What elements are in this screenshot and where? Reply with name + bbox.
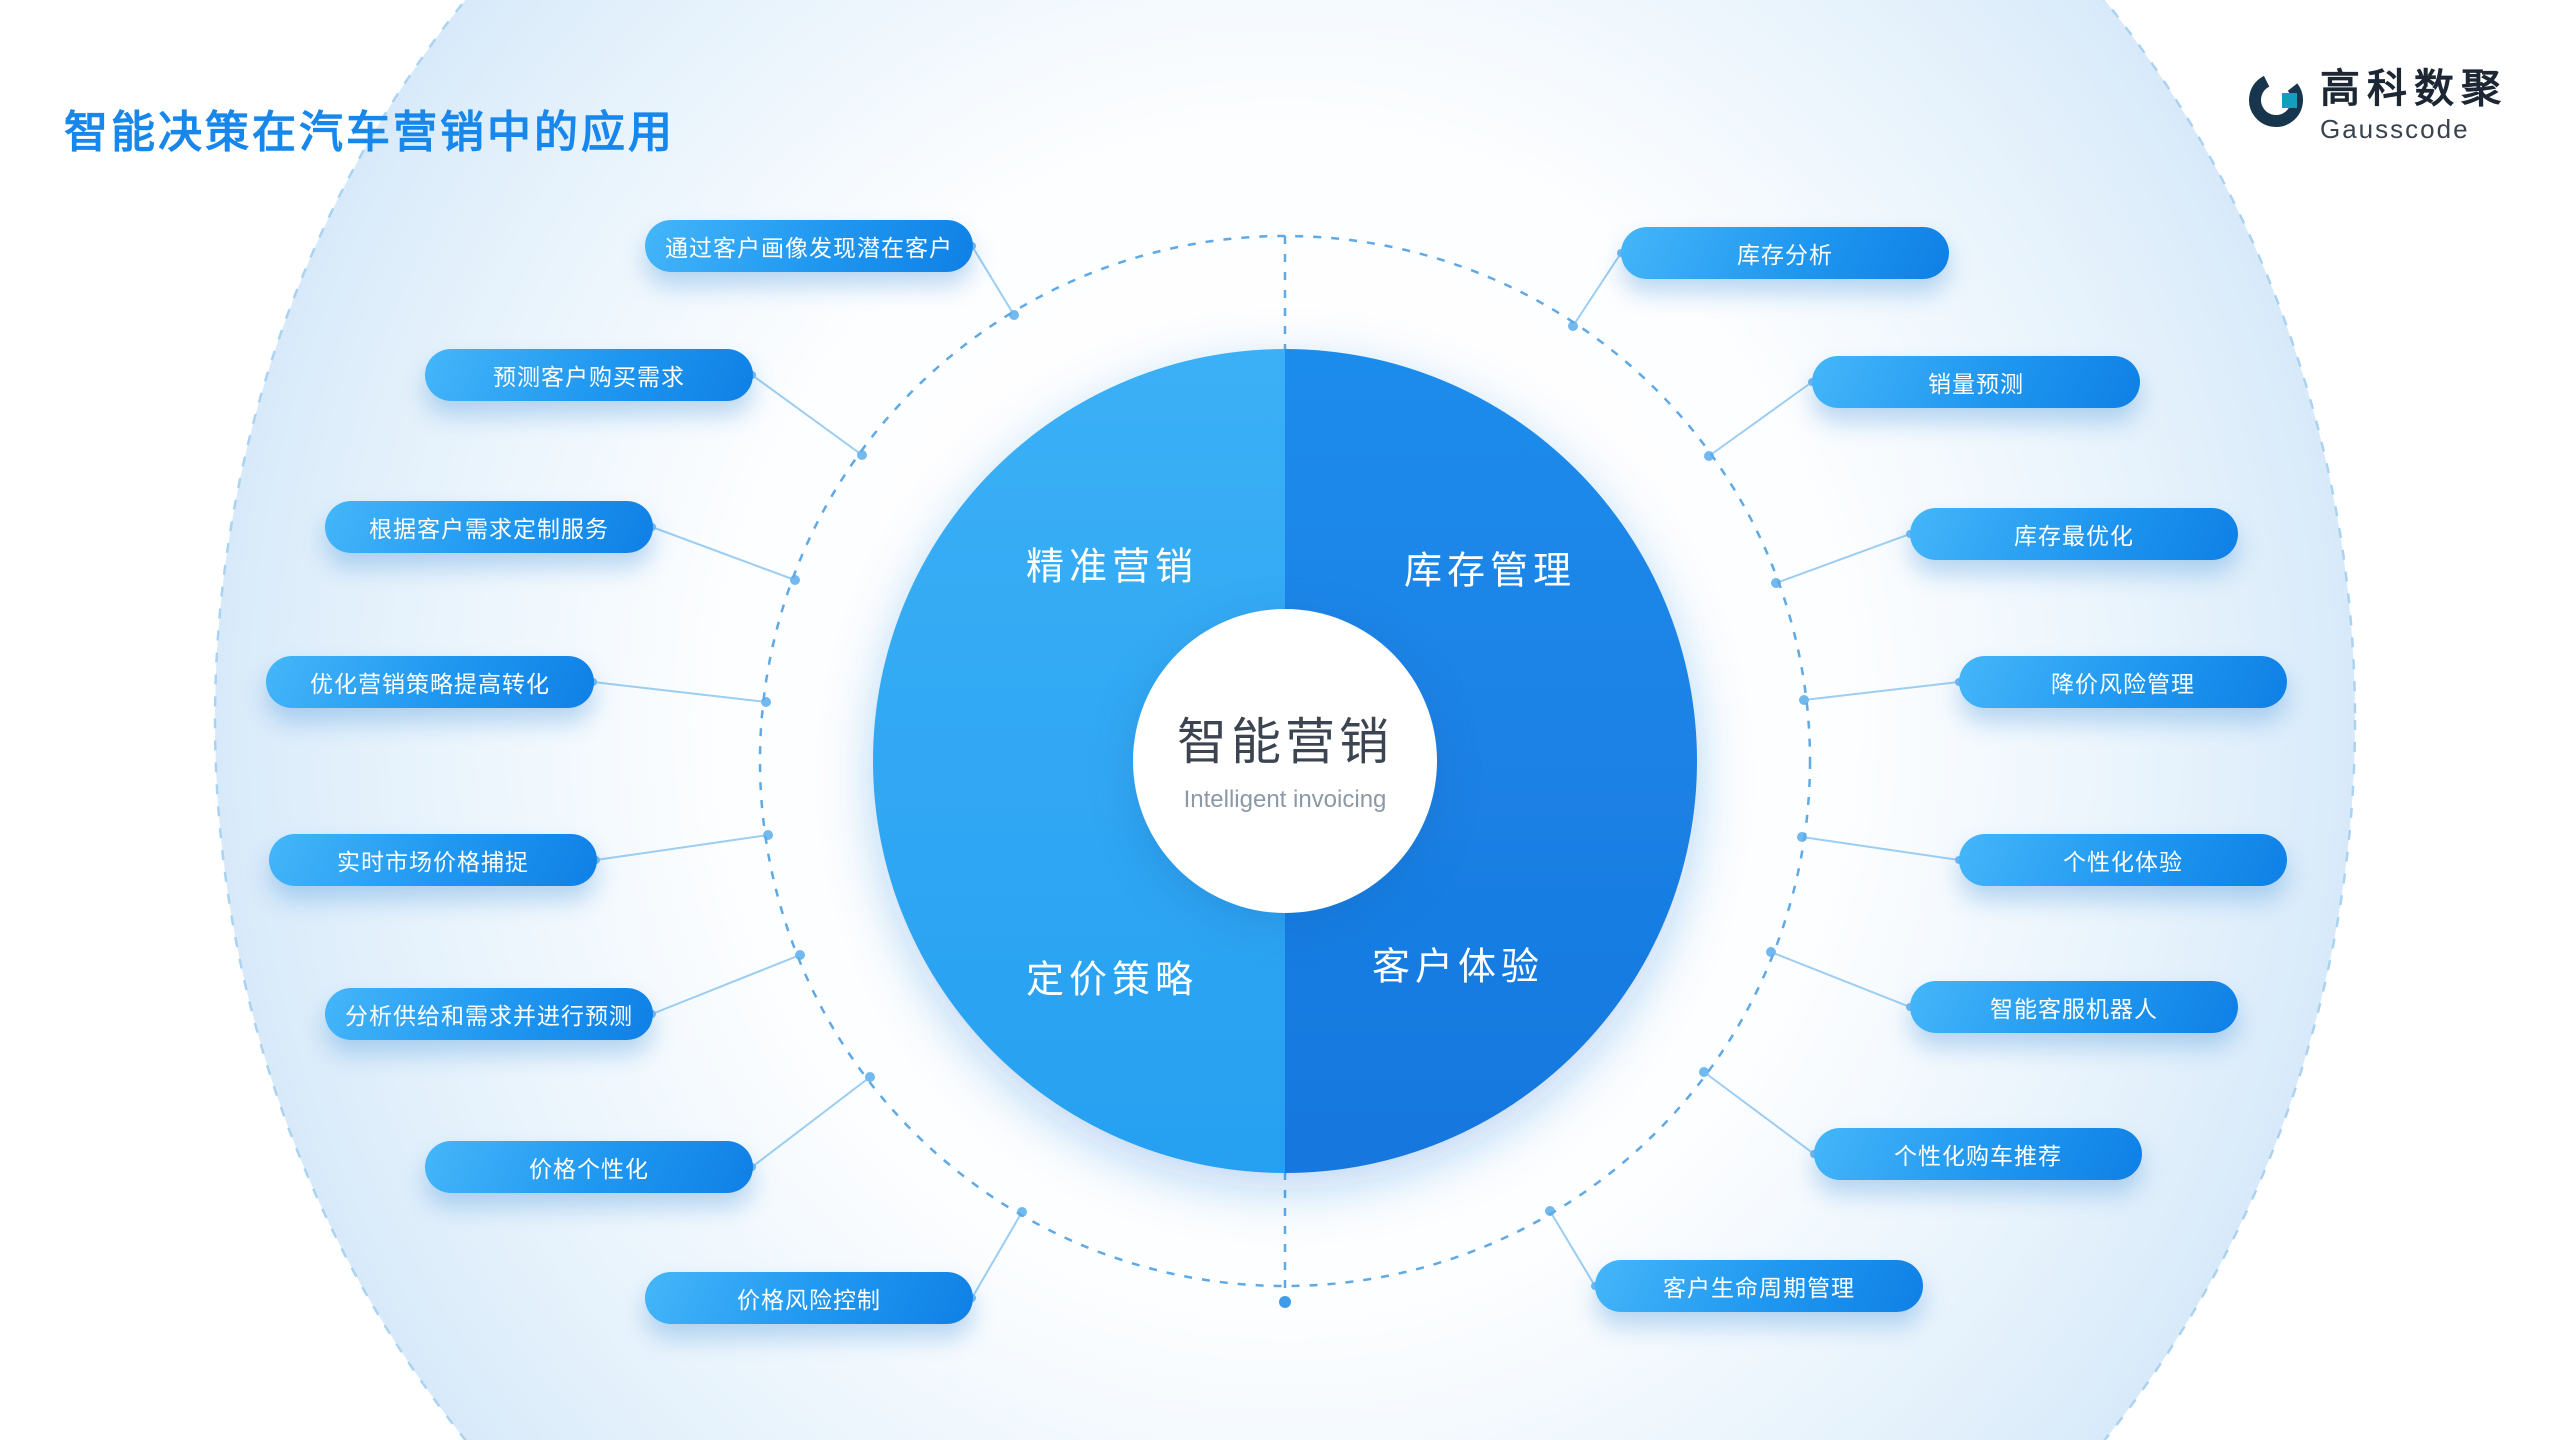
quadrant-label-bottom-right: 客户体验: [1371, 946, 1545, 989]
left-item-8: 价格风险控制: [645, 1272, 973, 1324]
left-item-6: 分析供给和需求并进行预测: [325, 988, 653, 1040]
logo-subtitle: Gausscode: [2320, 114, 2470, 144]
donut-chart: [873, 349, 1697, 1173]
page-title: 智能决策在汽车营销中的应用: [64, 108, 675, 157]
center-circle: [1133, 609, 1437, 913]
right-item-3: 库存最优化: [1910, 508, 2238, 560]
gausscode-logo-icon: [2249, 73, 2303, 127]
connector-lines: [589, 242, 1963, 1302]
quadrant-label-bottom-left: 定价策略: [1025, 959, 1199, 1002]
center-text: 智能营销 Intelligent invoicing: [1115, 702, 1455, 814]
quadrant-label-top-left: 精准营销: [1025, 546, 1199, 589]
logo-name: 高科数聚: [2320, 67, 2508, 111]
left-item-7: 价格个性化: [425, 1141, 753, 1193]
left-item-4: 优化营销策略提高转化: [266, 656, 594, 708]
center-title: 智能营销: [1177, 714, 1393, 770]
right-item-8: 客户生命周期管理: [1595, 1260, 1923, 1312]
logo: 高科数聚 Gausscode: [2246, 68, 2508, 145]
quadrant-label-top-right: 库存管理: [1403, 550, 1577, 593]
right-item-1: 库存分析: [1621, 227, 1949, 279]
left-item-3: 根据客户需求定制服务: [325, 501, 653, 553]
right-item-2: 销量预测: [1812, 356, 2140, 408]
right-item-6: 智能客服机器人: [1910, 981, 2238, 1033]
right-item-4: 降价风险管理: [1959, 656, 2287, 708]
left-item-5: 实时市场价格捕捉: [269, 834, 597, 886]
center-subtitle: Intelligent invoicing: [1183, 786, 1387, 813]
left-item-2: 预测客户购买需求: [425, 349, 753, 401]
right-item-7: 个性化购车推荐: [1814, 1128, 2142, 1180]
right-item-5: 个性化体验: [1959, 834, 2287, 886]
left-item-1: 通过客户画像发现潜在客户: [645, 220, 973, 272]
